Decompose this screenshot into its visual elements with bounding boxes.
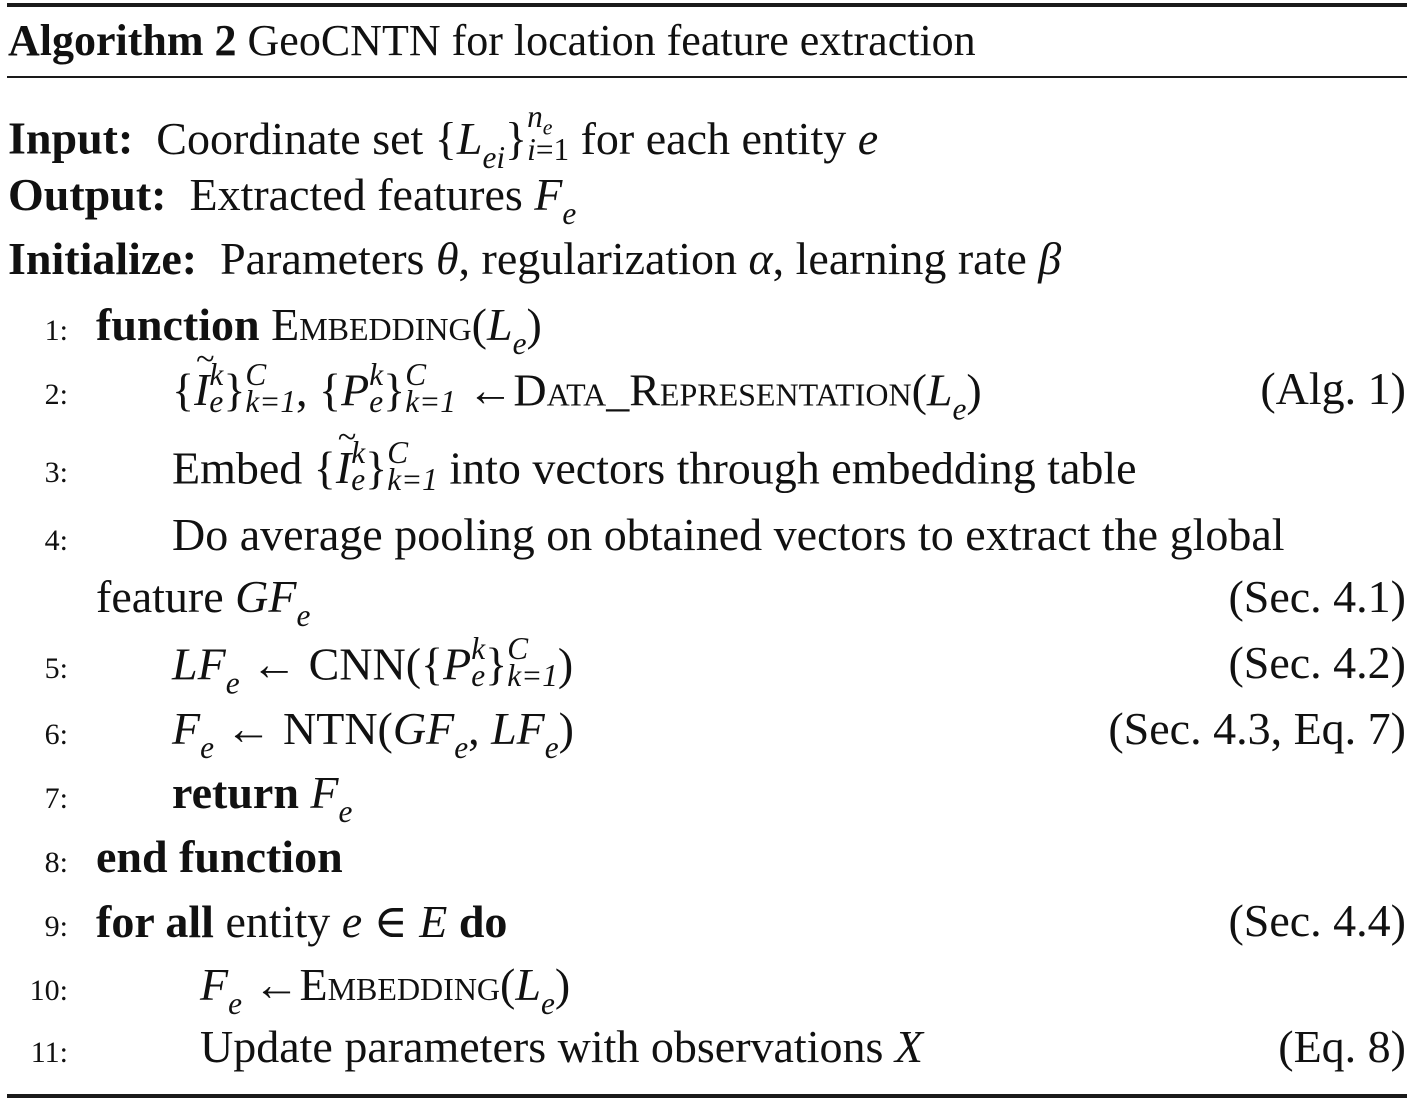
line-text: Update parameters with observations X xyxy=(200,1021,924,1072)
line-text: for all entity e ∈ E do xyxy=(96,896,508,947)
algorithm-label: Algorithm 2 xyxy=(8,16,237,65)
line-text: return Fe xyxy=(172,767,353,830)
line-reference: (Sec. 4.3, Eq. 7) xyxy=(1108,703,1406,754)
line-reference: (Sec. 4.4) xyxy=(1228,895,1406,946)
algorithm-caption: Algorithm 2 GeoCNTN for location feature… xyxy=(8,10,976,72)
caption-rule xyxy=(7,76,1407,78)
line-reference: (Eq. 8) xyxy=(1278,1021,1406,1072)
line-text: Fe ← NTN(GFe, LFe) xyxy=(172,703,574,766)
line-text: Do average pooling on obtained vectors t… xyxy=(172,509,1285,560)
input-label: Input: xyxy=(8,112,134,164)
line-number: 7: xyxy=(44,782,68,815)
top-rule xyxy=(7,3,1407,7)
line-text: function Embedding(Le) xyxy=(96,299,542,362)
line-number: 2: xyxy=(44,378,68,411)
output-line: Output: Extracted features Fe xyxy=(8,168,1408,232)
algorithm-title: GeoCNTN for location feature extraction xyxy=(247,16,976,65)
initialize-line: Initialize: Parameters θ, regularization… xyxy=(8,232,1408,285)
line-text: Fe ←Embedding(Le) xyxy=(200,959,571,1022)
line-number: 4: xyxy=(44,524,68,557)
line-text: feature GFe xyxy=(96,571,311,634)
line-text: Embed {Ike}Ck=1 into vectors through emb… xyxy=(172,419,1137,494)
initialize-text: Parameters θ, regularization α, learning… xyxy=(208,233,1062,284)
line-reference: (Sec. 4.2) xyxy=(1228,637,1406,688)
line-reference: (Sec. 4.1) xyxy=(1228,571,1406,622)
bottom-rule xyxy=(7,1094,1407,1098)
line-number: 10: xyxy=(29,974,68,1007)
initialize-label: Initialize: xyxy=(8,233,198,284)
line-number: 1: xyxy=(44,314,68,347)
line-text: {Ike}Ck=1, {Pke}Ck=1 ←Data_Representatio… xyxy=(172,341,982,427)
line-number: 8: xyxy=(44,846,68,879)
output-label: Output: xyxy=(8,169,167,220)
line-reference: (Alg. 1) xyxy=(1260,363,1406,414)
output-text: Extracted features Fe xyxy=(177,169,577,232)
line-text: end function xyxy=(96,831,343,882)
line-number: 6: xyxy=(44,718,68,751)
line-number: 11: xyxy=(30,1036,68,1069)
line-number: 9: xyxy=(44,910,68,943)
line-number: 5: xyxy=(44,652,68,685)
line-number: 3: xyxy=(44,456,68,489)
